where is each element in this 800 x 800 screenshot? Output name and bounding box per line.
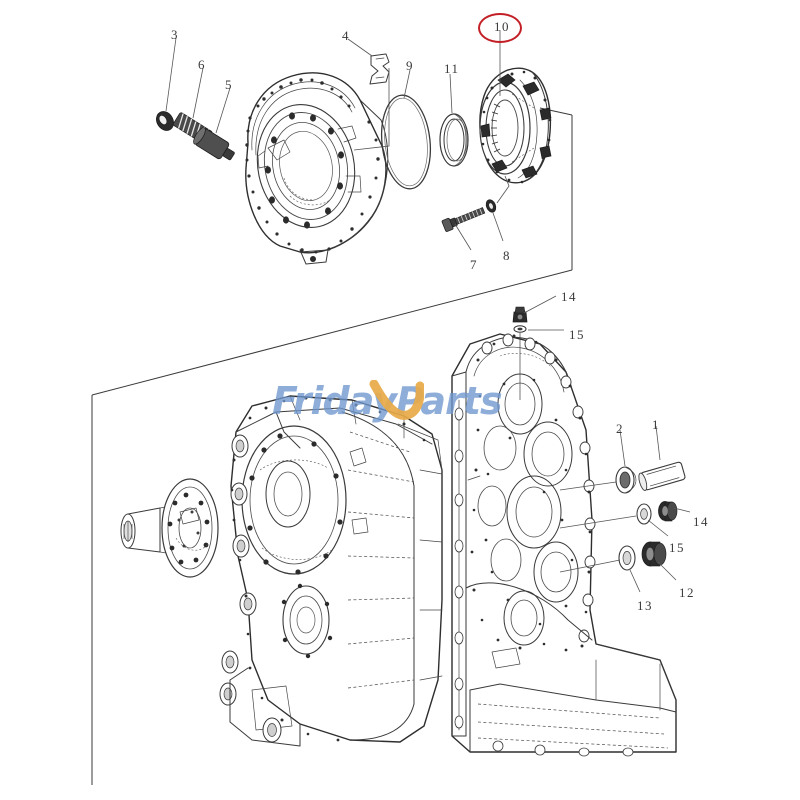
callout-1: 1 xyxy=(652,417,660,432)
part-14-bushing-small-top xyxy=(512,306,528,323)
leader-line-4 xyxy=(347,38,390,151)
perimeter-bolt-bosses xyxy=(481,333,596,643)
callout-9: 9 xyxy=(406,58,414,73)
input-shaft-flange xyxy=(120,478,219,578)
part-9-o-ring-gasket xyxy=(380,94,432,190)
leader-line-9 xyxy=(403,69,411,99)
part-4-bracket-clip xyxy=(369,53,390,85)
part-8-flat-washer xyxy=(485,199,497,213)
part-2-bushing-ring xyxy=(615,466,637,494)
left-flange-bosses xyxy=(219,434,257,706)
callout-4: 4 xyxy=(342,28,350,43)
callout-8: 8 xyxy=(503,248,511,263)
callout-14-top: 14 xyxy=(561,289,577,304)
part-5-plunger-sleeve xyxy=(193,127,235,161)
gear-bores xyxy=(477,373,579,646)
callout-15-top: 15 xyxy=(569,327,585,342)
leader-lines-14-15-top xyxy=(519,295,564,400)
callout-7: 7 xyxy=(470,257,478,272)
part-13-washer-large xyxy=(618,545,636,571)
part-10-bearing-retainer-cover xyxy=(479,67,552,184)
part-15-washer-small-top xyxy=(513,325,527,333)
callout-15-right: 15 xyxy=(669,540,685,555)
leader-line-11 xyxy=(449,73,453,114)
leader-lines-right-cluster xyxy=(559,425,691,593)
flywheel-housing-assembly xyxy=(245,72,389,265)
callout-13: 13 xyxy=(637,598,653,613)
frame-boundary-lines xyxy=(91,107,573,785)
callout-10: 10 xyxy=(494,19,510,34)
callout-5: 5 xyxy=(225,77,233,92)
gear-case-housing-assembly xyxy=(451,333,677,757)
callout-11: 11 xyxy=(444,61,460,76)
part-7-hex-head-bolt xyxy=(441,207,486,232)
leader-lines-upper-left xyxy=(165,37,231,134)
part-11-oil-seal-ring xyxy=(439,113,469,167)
part-1-dowel-pin xyxy=(638,461,686,491)
transmission-housing-assembly xyxy=(219,395,443,747)
part-12-bushing-large xyxy=(641,541,667,567)
callout-12: 12 xyxy=(679,585,695,600)
callout-14-right: 14 xyxy=(693,514,709,529)
callout-6: 6 xyxy=(198,57,206,72)
part-14-bushing-small-right xyxy=(658,501,678,522)
callout-3: 3 xyxy=(171,27,179,42)
callout-2: 2 xyxy=(616,421,624,436)
leader-lines-7-8 xyxy=(454,175,510,251)
part-3-spring-seat-cap xyxy=(156,111,174,131)
part-15-washer-small-right xyxy=(636,503,652,525)
